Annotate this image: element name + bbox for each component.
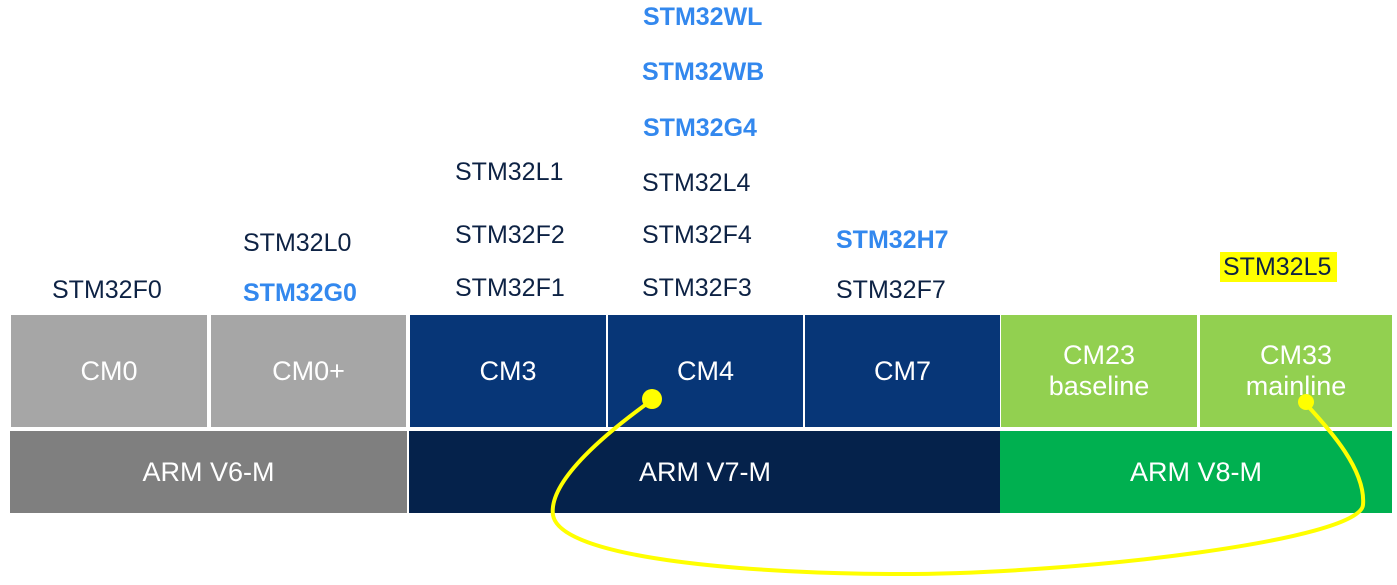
core-cm33-label: CM33	[1259, 340, 1333, 370]
core-cm3: CM3	[410, 315, 606, 427]
arch-v6m: ARM V6-M	[10, 431, 407, 513]
family-stm32wl: STM32WL	[643, 3, 763, 31]
family-stm32h7: STM32H7	[836, 226, 949, 254]
arch-v6m-label: ARM V6-M	[142, 456, 275, 487]
family-stm32f3: STM32F3	[642, 274, 752, 302]
family-stm32f0: STM32F0	[52, 276, 162, 304]
core-cm0: CM0	[11, 315, 207, 427]
core-cm7-label: CM7	[873, 355, 931, 386]
core-cm23-sublabel: baseline	[1048, 371, 1150, 401]
arch-v8m-label: ARM V8-M	[1129, 456, 1262, 487]
core-cm3-label: CM3	[479, 355, 537, 386]
core-cm0-label: CM0	[80, 355, 138, 386]
core-cm23: CM23 baseline	[1001, 315, 1197, 427]
family-stm32l4: STM32L4	[642, 169, 751, 197]
core-cm33-sublabel: mainline	[1245, 371, 1347, 401]
family-stm32l1: STM32L1	[455, 158, 564, 186]
core-cm0plus: CM0+	[211, 315, 406, 427]
arch-v7m-label: ARM V7-M	[638, 456, 771, 487]
family-stm32l0: STM32L0	[243, 229, 352, 257]
core-cm4-label: CM4	[676, 355, 734, 386]
family-stm32l5-highlighted: STM32L5	[1220, 252, 1338, 282]
family-stm32f1: STM32F1	[455, 274, 565, 302]
family-stm32wb: STM32WB	[642, 58, 765, 86]
arch-v7m: ARM V7-M	[409, 431, 1001, 513]
family-stm32f2: STM32F2	[455, 221, 565, 249]
core-cm23-label: CM23	[1062, 340, 1136, 370]
core-cm4: CM4	[608, 315, 803, 427]
family-stm32g4: STM32G4	[643, 114, 757, 142]
core-cm33: CM33 mainline	[1200, 315, 1392, 427]
family-stm32f7: STM32F7	[836, 276, 946, 304]
core-cm0plus-label: CM0+	[272, 355, 345, 386]
arch-v8m: ARM V8-M	[1000, 431, 1392, 513]
family-stm32f4: STM32F4	[642, 221, 752, 249]
family-stm32g0: STM32G0	[243, 279, 357, 307]
core-cm7: CM7	[805, 315, 1000, 427]
